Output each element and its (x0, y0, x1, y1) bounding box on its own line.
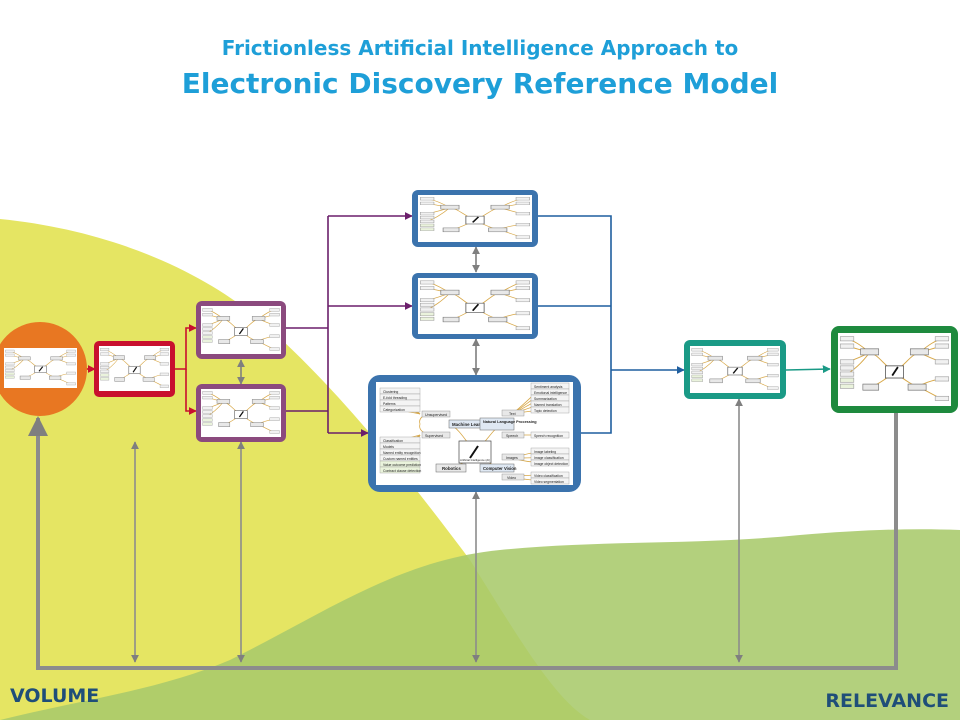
leaf-categorization: Categorization (379, 405, 421, 413)
svg-text:Video segmentation: Video segmentation (534, 480, 564, 484)
leaf-named-translation: Named translation (530, 400, 570, 408)
node-ai-center: Artificial Intelligence (AI) (458, 440, 492, 464)
stage-identification-node (0, 322, 87, 416)
svg-text:Video classification: Video classification (534, 474, 563, 478)
svg-text:Sentiment analysis: Sentiment analysis (534, 385, 563, 389)
title-line-1: Frictionless Artificial Intelligence App… (221, 36, 739, 60)
svg-text:Image object detection: Image object detection (534, 462, 568, 466)
leaf-emotional-intelligence: Emotional intelligence (530, 388, 570, 396)
svg-text:Images: Images (506, 456, 518, 460)
supervised-leaves: Classification Models Named entity recog… (379, 436, 421, 474)
leaf-named-entity-recognition: Named entity recognition (379, 448, 421, 456)
leaf-image-classification: Image classification (530, 453, 570, 461)
svg-text:Emotional intelligence: Emotional intelligence (534, 391, 567, 395)
leaf-image-labeling: Image labeling (530, 447, 570, 455)
stage-production-node (831, 326, 958, 413)
svg-text:Summarization: Summarization (534, 397, 557, 401)
svg-text:Speech recognition: Speech recognition (534, 434, 563, 438)
svg-text:Robotics: Robotics (442, 466, 461, 471)
svg-text:Computer Vision: Computer Vision (483, 466, 517, 471)
leaf-image-object-detection: Image object detection (530, 459, 570, 467)
stage-collection-node-top (196, 301, 286, 359)
label-video: Video (501, 473, 525, 481)
leaf-patterns: Patterns (379, 399, 421, 407)
svg-text:Speech: Speech (506, 434, 518, 438)
svg-text:Video: Video (507, 476, 516, 480)
svg-text:Topic detection: Topic detection (534, 409, 557, 413)
leaf-video-segmentation: Video segmentation (530, 477, 570, 485)
text-leaves: Sentiment analysis Emotional intelligenc… (530, 382, 570, 414)
svg-text:Custom named entities: Custom named entities (383, 457, 418, 461)
label-speech: Speech (501, 431, 525, 439)
relevance-area (0, 529, 960, 720)
leaf-clustering: Clustering (379, 387, 421, 395)
svg-text:Classification: Classification (383, 439, 403, 443)
label-supervised: Supervised (421, 431, 451, 439)
leaf-models: Models (379, 442, 421, 450)
ai-mindmap-large: Clustering E-fold threading Patterns Cat… (368, 375, 581, 492)
stage-collection-node-bottom (196, 384, 286, 442)
leaf-contract-clause-detection: Contract clause detection (379, 466, 421, 474)
label-images: Images (501, 453, 525, 461)
svg-text:Text: Text (509, 412, 516, 416)
leaf-sentiment-analysis: Sentiment analysis (530, 382, 570, 390)
leaf-summarization: Summarization (530, 394, 570, 402)
leaf-custom-named-entities: Custom named entities (379, 454, 421, 462)
svg-text:Artificial Intelligence (AI): Artificial Intelligence (AI) (460, 458, 490, 462)
svg-text:Categorization: Categorization (383, 408, 405, 412)
svg-text:Image labeling: Image labeling (534, 450, 556, 454)
svg-text:E-fold threading: E-fold threading (383, 396, 407, 400)
stage-processing-node-middle (412, 273, 538, 339)
svg-text:Image classification: Image classification (534, 456, 564, 460)
svg-text:Supervised: Supervised (425, 434, 443, 438)
svg-text:Named entity recognition: Named entity recognition (383, 451, 421, 455)
svg-text:Contract clause detection: Contract clause detection (383, 469, 421, 473)
svg-text:Named translation: Named translation (534, 403, 562, 407)
svg-text:Models: Models (383, 445, 394, 449)
svg-text:Patterns: Patterns (383, 402, 396, 406)
stage-preservation-node (94, 341, 175, 397)
branch-robotics: Robotics (435, 463, 467, 473)
leaf-topic-detection: Topic detection (530, 406, 570, 414)
svg-text:Value outcome prediction: Value outcome prediction (383, 463, 421, 467)
video-leaves: Video classification Video segmentation (530, 471, 570, 485)
volume-label: VOLUME (10, 685, 100, 707)
svg-text:Machine Learning: Machine Learning (452, 422, 490, 427)
label-unsupervised: Unsupervised (421, 410, 451, 418)
svg-text:Natural Language Processing: Natural Language Processing (483, 420, 537, 424)
image-leaves: Image labeling Image classification Imag… (530, 447, 570, 467)
branch-nlp: Natural Language Processing (479, 417, 537, 431)
relevance-label: RELEVANCE (825, 690, 949, 712)
stage-processing-node-top (412, 190, 538, 247)
leaf-value-outcome-prediction: Value outcome prediction (379, 460, 421, 468)
leaf-classification: Classification (379, 436, 421, 444)
unsupervised-leaves: Clustering E-fold threading Patterns Cat… (379, 387, 421, 413)
stage-review-node (684, 340, 786, 399)
branch-computer-vision: Computer Vision (479, 463, 517, 473)
svg-text:Unsupervised: Unsupervised (425, 413, 447, 417)
leaf-speech-recognition: Speech recognition (530, 431, 570, 439)
title-line-2: Electronic Discovery Reference Model (181, 67, 779, 100)
leaf-e-fold-threading: E-fold threading (379, 393, 421, 401)
leaf-video-classification: Video classification (530, 471, 570, 479)
label-text: Text (501, 409, 525, 417)
svg-text:Clustering: Clustering (383, 390, 398, 394)
